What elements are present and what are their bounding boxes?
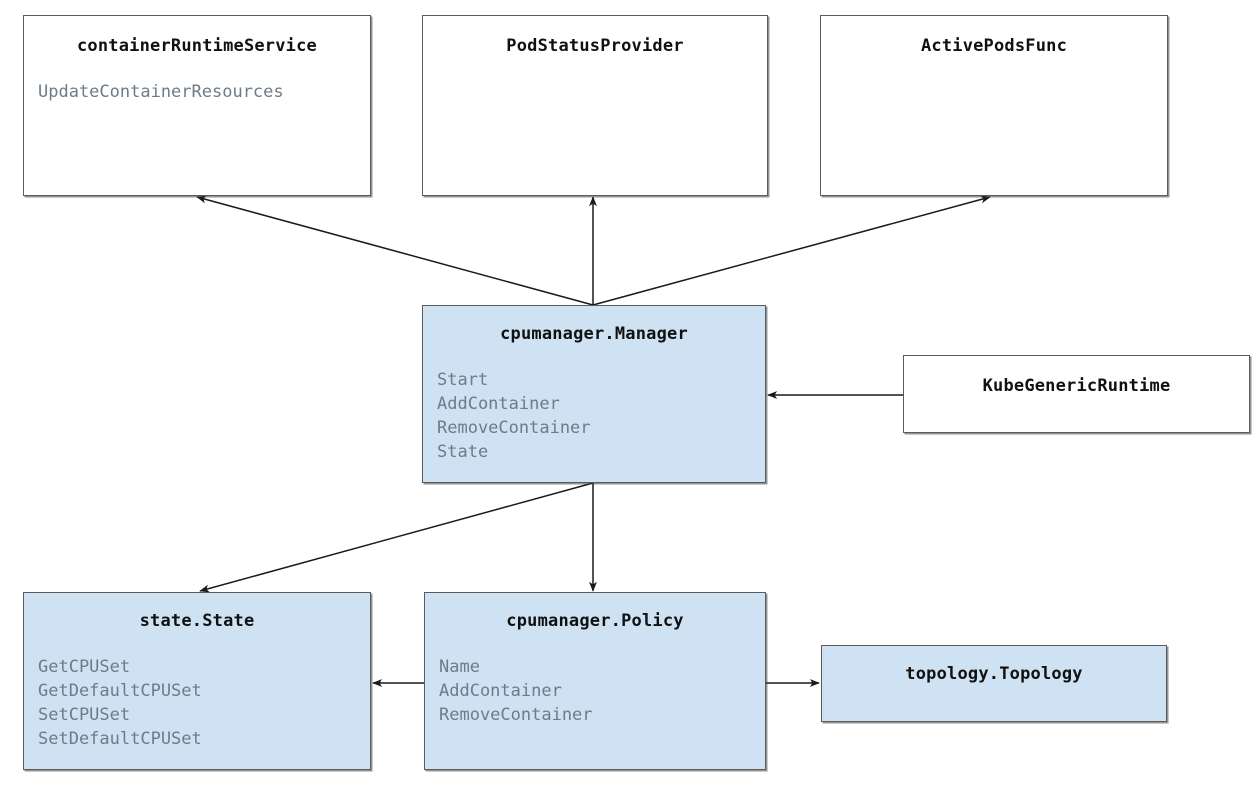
- node-topology-topology[interactable]: topology.Topology: [821, 645, 1167, 722]
- node-title: topology.Topology: [905, 664, 1083, 684]
- node-member: Name: [439, 657, 480, 677]
- node-kube-generic-runtime[interactable]: KubeGenericRuntime: [903, 355, 1250, 433]
- node-member: RemoveContainer: [437, 418, 591, 438]
- edge-manager-to-active-pods-func: [592, 195, 991, 306]
- node-member: GetDefaultCPUSet: [38, 681, 202, 701]
- node-title: ActivePodsFunc: [920, 36, 1068, 56]
- node-member: State: [437, 442, 489, 462]
- edge-manager-to-container-runtime-service: [196, 195, 594, 306]
- node-title: containerRuntimeService: [76, 36, 317, 56]
- node-member: SetDefaultCPUSet: [38, 729, 202, 749]
- edge-manager-to-state-state: [199, 482, 594, 593]
- node-title: KubeGenericRuntime: [982, 376, 1171, 396]
- node-member: Start: [437, 370, 489, 390]
- node-pod-status-provider[interactable]: PodStatusProvider: [422, 15, 768, 196]
- node-member: AddContainer: [439, 681, 562, 701]
- node-title: state.State: [139, 611, 255, 631]
- node-title: cpumanager.Policy: [506, 611, 684, 631]
- node-member: UpdateContainerResources: [38, 82, 284, 102]
- node-title: PodStatusProvider: [506, 36, 684, 56]
- node-members: UpdateContainerResources: [38, 80, 362, 104]
- node-container-runtime-service[interactable]: containerRuntimeService UpdateContainerR…: [23, 15, 371, 196]
- node-member: AddContainer: [437, 394, 560, 414]
- node-member: GetCPUSet: [38, 657, 131, 677]
- node-active-pods-func[interactable]: ActivePodsFunc: [820, 15, 1168, 196]
- node-title: cpumanager.Manager: [500, 324, 688, 344]
- node-member: RemoveContainer: [439, 705, 593, 725]
- node-member: SetCPUSet: [38, 705, 131, 725]
